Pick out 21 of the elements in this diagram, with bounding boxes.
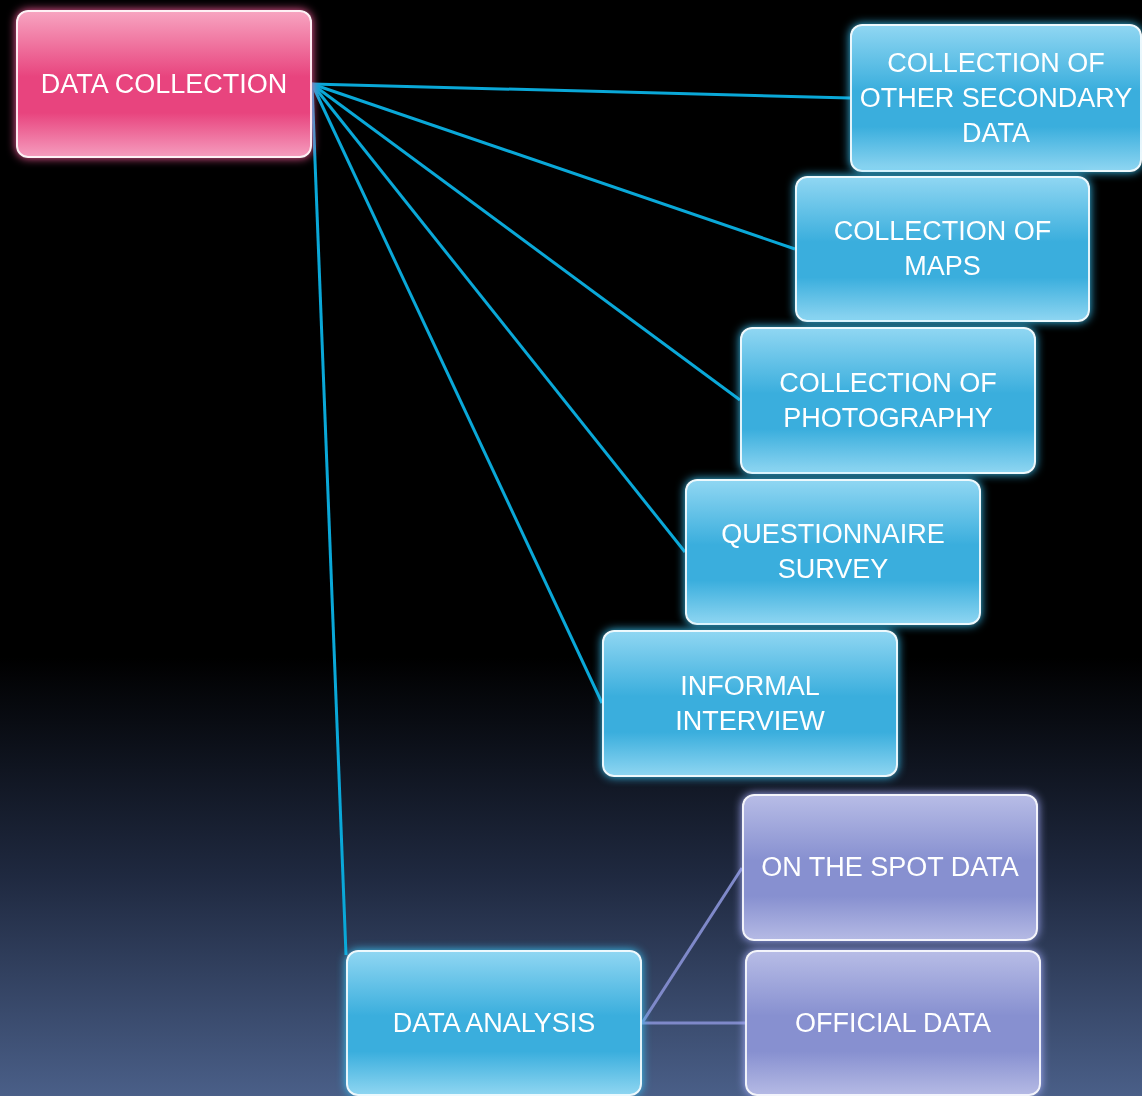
box-label: DATA COLLECTION xyxy=(40,67,288,101)
process-box xyxy=(346,950,642,1096)
process-box xyxy=(602,630,898,777)
box-label: QUESTIONNAIRE SURVEY xyxy=(720,518,946,586)
connector-line xyxy=(311,82,796,251)
process-box xyxy=(795,176,1090,322)
box-label: COLLECTION OF MAPS xyxy=(832,215,1053,283)
box-label: ON THE SPOT DATA xyxy=(761,851,1019,884)
process-box xyxy=(745,950,1041,1096)
box-label: COLLECTION OF OTHER SECONDARY DATA xyxy=(858,46,1134,150)
box-label: INFORMAL INTERVIEW xyxy=(674,669,826,738)
process-box xyxy=(850,24,1142,172)
connector-line xyxy=(642,1021,745,1025)
box-label: DATA ANALYSIS xyxy=(392,1006,596,1040)
connector-line xyxy=(640,867,744,1024)
process-box xyxy=(740,327,1036,474)
box-label: OFFICIAL DATA xyxy=(795,1006,991,1040)
process-box xyxy=(16,10,312,158)
process-box xyxy=(685,479,981,625)
process-box xyxy=(742,794,1038,941)
box-label: COLLECTION OF PHOTOGRAPHY xyxy=(778,366,998,435)
